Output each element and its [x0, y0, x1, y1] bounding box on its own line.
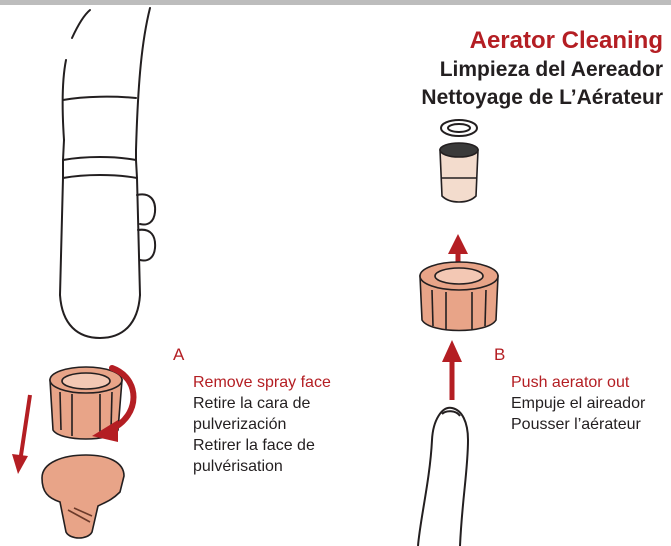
aerator-insert — [439, 142, 479, 203]
step-b-letter: B — [494, 345, 506, 364]
step-b-spanish: Empuje el aireador — [511, 395, 646, 412]
title-block: Aerator Cleaning Limpieza del Aereador N… — [421, 26, 663, 112]
washer-ring — [440, 119, 478, 137]
faucet-illustration — [59, 7, 157, 339]
finger-illustration — [417, 406, 469, 546]
title-spanish: Limpieza del Aereador — [439, 58, 663, 81]
title-french: Nettoyage de L’Aérateur — [421, 86, 663, 109]
step-a-spanish-1: Retire la cara de — [193, 395, 311, 412]
spray-face-part — [41, 454, 125, 539]
step-a-french-2: pulvérisation — [193, 458, 283, 475]
step-a-english: Remove spray face — [193, 374, 331, 391]
aerator-housing — [419, 261, 499, 332]
step-a-instructions: Remove spray face Retire la cara de pulv… — [193, 372, 331, 477]
spray-face-ring — [49, 366, 123, 440]
step-b-english: Push aerator out — [511, 374, 630, 391]
push-arrow-icon — [442, 340, 462, 400]
step-b-instructions: Push aerator out Empuje el aireador Pous… — [511, 372, 645, 435]
step-a-letter: A — [173, 345, 185, 364]
step-a-french-1: Retirer la face de — [193, 437, 315, 454]
rotate-arrowhead — [92, 420, 118, 442]
rotate-arrow-icon — [107, 365, 137, 433]
title-english: Aerator Cleaning — [469, 27, 663, 54]
down-arrow-icon — [12, 394, 32, 474]
top-divider — [0, 0, 671, 5]
step-a-spanish-2: pulverización — [193, 416, 287, 433]
step-b-french: Pousser l’aérateur — [511, 416, 641, 433]
